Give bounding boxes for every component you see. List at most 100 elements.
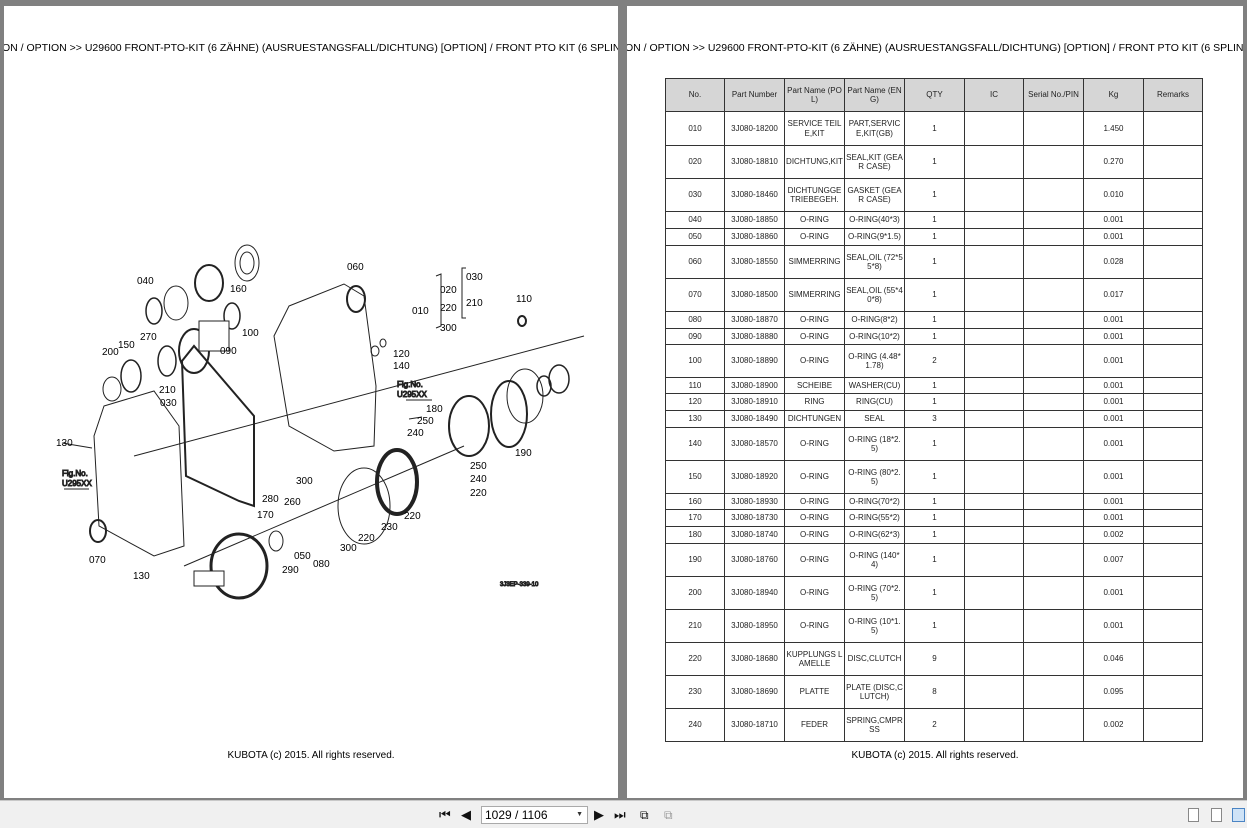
table-cell bbox=[964, 460, 1024, 494]
table-cell: O-RING bbox=[784, 344, 845, 378]
table-cell: 3J080-18910 bbox=[724, 393, 785, 411]
callout-label[interactable]: 020 bbox=[440, 285, 457, 296]
callout-label[interactable]: 070 bbox=[89, 555, 106, 566]
next-page-icon[interactable]: ▶ bbox=[594, 807, 604, 822]
callout-label[interactable]: 220 bbox=[440, 303, 457, 314]
table-cell: O-RING bbox=[784, 211, 845, 229]
table-cell: 8 bbox=[904, 675, 965, 709]
fig-reference-1-number[interactable]: U295XX bbox=[62, 479, 93, 489]
callout-label[interactable]: 250 bbox=[470, 461, 487, 472]
callout-label[interactable]: 300 bbox=[440, 323, 457, 334]
two-page-view-icon[interactable] bbox=[1232, 808, 1245, 822]
callout-label[interactable]: 240 bbox=[470, 474, 487, 485]
callout-label[interactable]: 140 bbox=[393, 361, 410, 372]
table-cell: 3J080-18870 bbox=[724, 311, 785, 329]
table-cell bbox=[1143, 410, 1203, 428]
callout-label[interactable]: 010 bbox=[412, 306, 429, 317]
table-cell: 1 bbox=[904, 393, 965, 411]
table-cell: O-RING bbox=[784, 543, 845, 577]
callout-label[interactable]: 250 bbox=[417, 416, 434, 427]
fig-reference-1[interactable]: Fig.No. bbox=[62, 469, 89, 479]
callout-label[interactable]: 080 bbox=[313, 559, 330, 570]
callout-label[interactable]: 060 bbox=[347, 262, 364, 273]
table-cell: 060 bbox=[665, 245, 725, 279]
callout-label[interactable]: 120 bbox=[393, 349, 410, 360]
callout-label[interactable]: 280 bbox=[262, 494, 279, 505]
callout-label[interactable]: 240 bbox=[407, 428, 424, 439]
callout-label[interactable]: 300 bbox=[340, 543, 357, 554]
callout-label[interactable]: 160 bbox=[230, 284, 247, 295]
callout-label[interactable]: 150 bbox=[118, 340, 135, 351]
table-cell: GASKET (GEAR CASE) bbox=[844, 178, 905, 212]
table-cell: SCHEIBE bbox=[784, 377, 845, 394]
callout-label[interactable]: 030 bbox=[466, 272, 483, 283]
first-page-icon[interactable]: ⏮ bbox=[439, 807, 451, 822]
callout-label[interactable]: 210 bbox=[159, 385, 176, 396]
table-cell: 070 bbox=[665, 278, 725, 312]
fig-reference-2-number[interactable]: U295XX bbox=[397, 390, 428, 400]
fit-page-icon[interactable]: ⧉ bbox=[640, 808, 649, 822]
callout-label[interactable]: 300 bbox=[296, 476, 313, 487]
callout-label[interactable]: 110 bbox=[516, 294, 532, 305]
callout-label[interactable]: 220 bbox=[358, 533, 375, 544]
callout-label[interactable]: 270 bbox=[140, 332, 157, 343]
last-page-icon[interactable]: ⏭ bbox=[614, 807, 626, 822]
single-page-view-icon[interactable] bbox=[1188, 808, 1199, 822]
fig-reference-2[interactable]: Fig.No. bbox=[397, 380, 424, 390]
callout-label[interactable]: 130 bbox=[133, 571, 150, 582]
callout-label[interactable]: 220 bbox=[404, 511, 421, 522]
table-cell: 0.002 bbox=[1083, 526, 1144, 544]
callout-label[interactable]: 230 bbox=[381, 522, 398, 533]
fit-width-icon[interactable]: ⧉ bbox=[664, 808, 673, 822]
continuous-view-icon[interactable] bbox=[1211, 808, 1222, 822]
table-cell bbox=[1023, 344, 1084, 378]
callout-label[interactable]: 190 bbox=[515, 448, 532, 459]
callout-label[interactable]: 050 bbox=[294, 551, 311, 562]
callout-label[interactable]: 040 bbox=[137, 276, 154, 287]
callout-label[interactable]: 030 bbox=[160, 398, 177, 409]
callout-label[interactable]: 090 bbox=[220, 346, 237, 357]
callout-label[interactable]: 260 bbox=[284, 497, 301, 508]
table-cell bbox=[1023, 509, 1084, 527]
callout-label[interactable]: 180 bbox=[426, 404, 443, 415]
table-cell bbox=[1143, 427, 1203, 461]
callout-label[interactable]: 130 bbox=[56, 438, 73, 449]
page-number-select[interactable]: 1029 / 1106▼ bbox=[481, 806, 588, 824]
callout-label[interactable]: 220 bbox=[470, 488, 487, 499]
table-cell: 1 bbox=[904, 427, 965, 461]
callout-label[interactable]: 170 bbox=[257, 510, 274, 521]
callout-label[interactable]: 200 bbox=[102, 347, 119, 358]
table-cell: 1.450 bbox=[1083, 111, 1144, 146]
callout-label[interactable]: 210 bbox=[466, 298, 483, 309]
table-cell: DISC,CLUTCH bbox=[844, 642, 905, 676]
prev-page-icon[interactable]: ◀ bbox=[461, 807, 471, 822]
table-cell bbox=[1023, 393, 1084, 411]
callout-label[interactable]: 100 bbox=[242, 328, 259, 339]
callout-label[interactable]: 290 bbox=[282, 565, 299, 576]
table-cell bbox=[964, 410, 1024, 428]
